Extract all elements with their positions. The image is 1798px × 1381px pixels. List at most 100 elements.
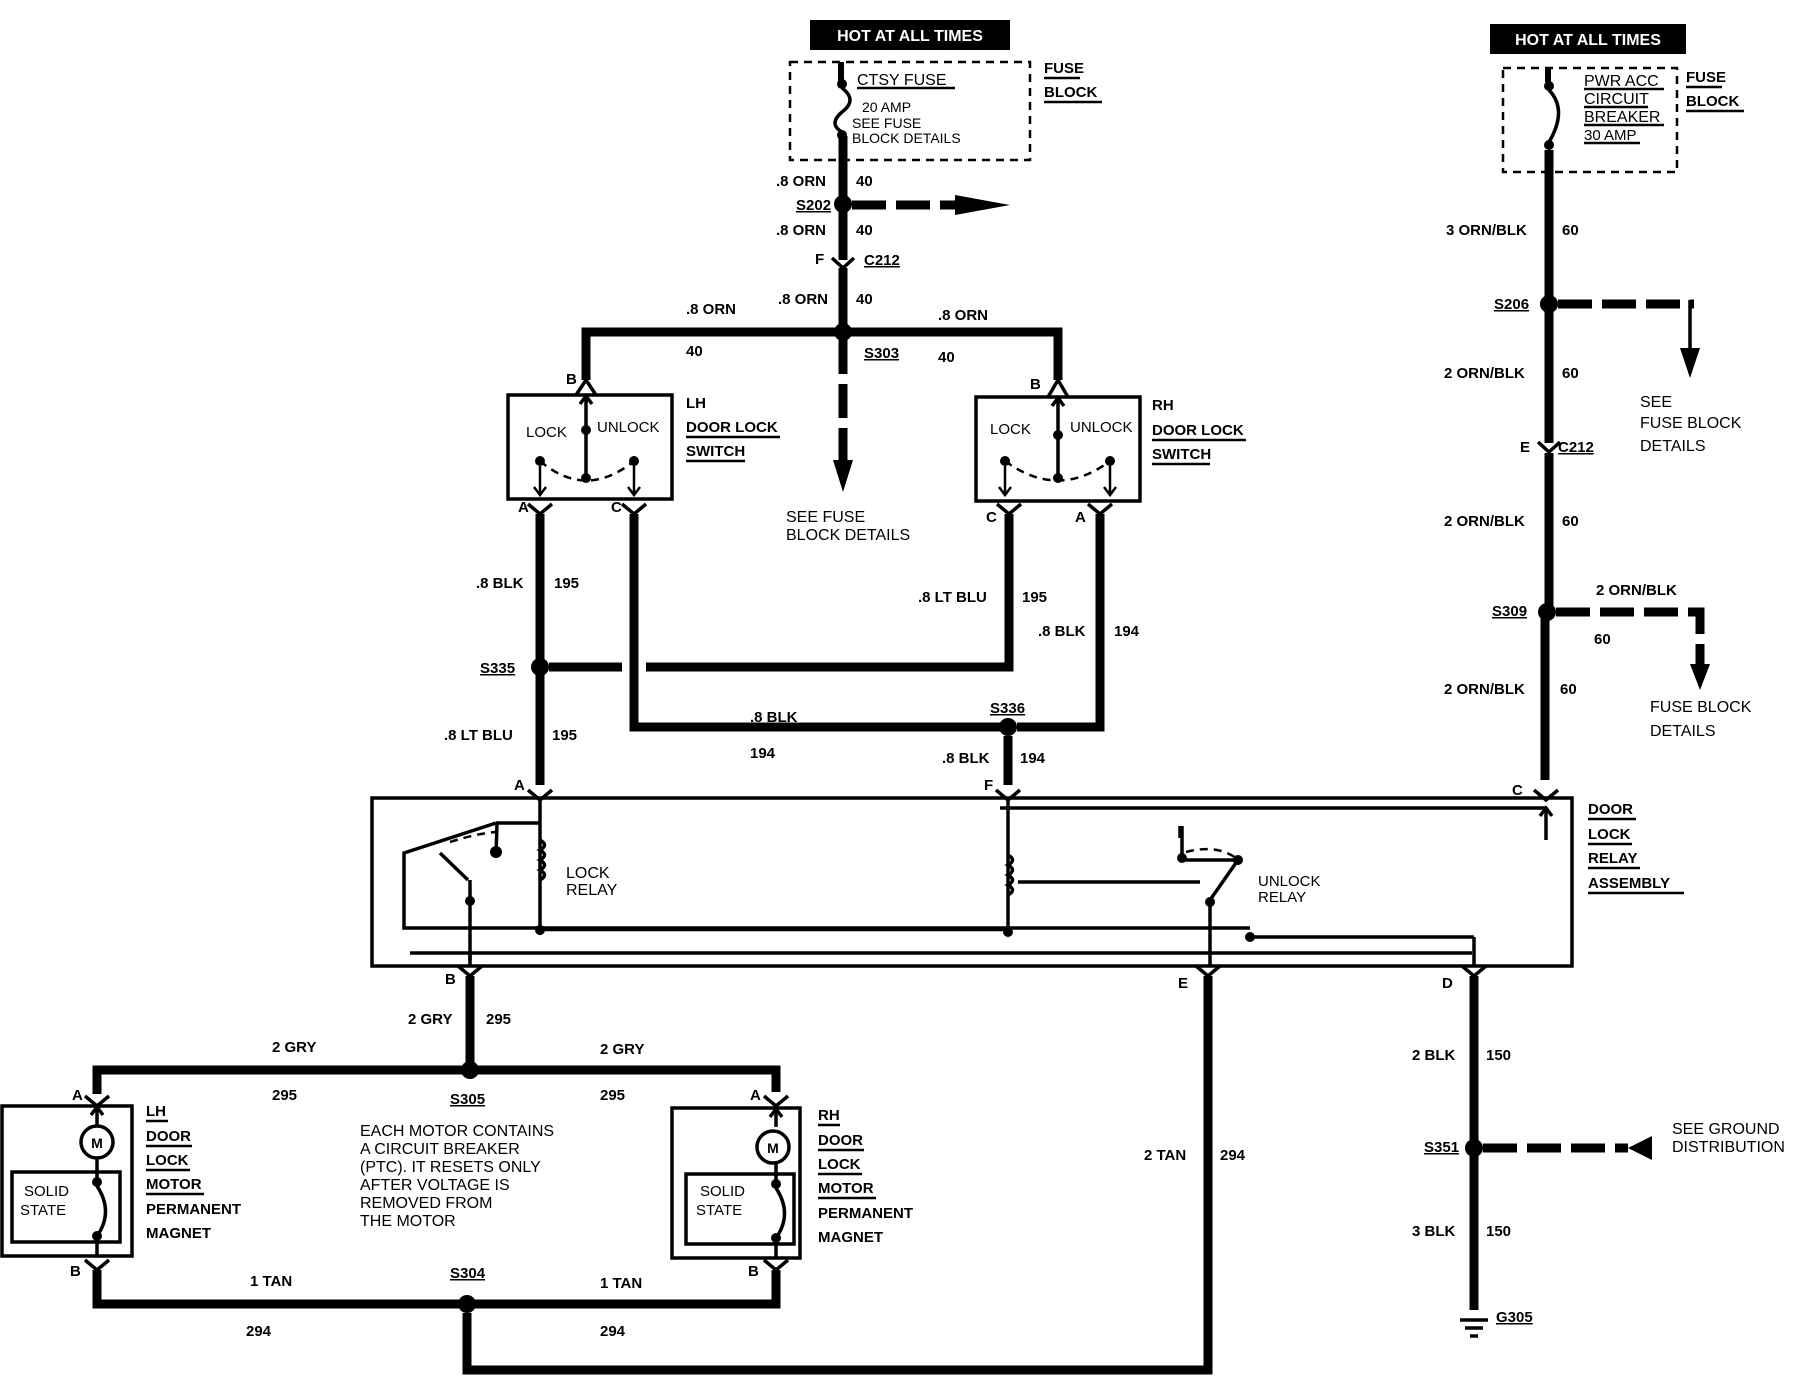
circuit-breaker-icon [1547,88,1561,143]
lh-door-lock-switch [506,393,674,501]
block-details-label: BLOCK DETAILS [852,130,961,146]
connector-pin: B [70,1263,81,1280]
see-fuse-label: FUSE BLOCK [1650,699,1752,716]
motor-title: MAGNET [818,1229,883,1246]
wire-label: 2 GRY [408,1011,452,1028]
connector-pin: C [611,499,622,516]
fuse-block-title-1: FUSE [1686,69,1726,86]
circuit-number: 294 [246,1323,272,1340]
switch-lock-label: LOCK [990,421,1031,438]
splice-label: S202 [796,197,831,214]
hot-at-all-times-label: HOT AT ALL TIMES [1515,32,1661,49]
connector-pin: F [815,251,824,268]
connector-pin: B [445,971,456,988]
circuit-number: 150 [1486,1047,1511,1064]
circuit-number: 195 [1022,589,1047,606]
pwr-acc-circuit-breaker-block [1501,66,1679,174]
wire-label: 2 BLK [1412,1047,1456,1064]
connector-label: C212 [1558,439,1594,456]
arrow-icon [1690,664,1710,690]
fuse-block-title-1: FUSE [1044,60,1084,77]
door-lock-relay-assembly [370,796,1574,968]
hot-at-all-times-badge [810,20,1010,50]
arrow-icon [833,460,853,492]
switch-label: SWITCH [1152,446,1211,463]
fuse-element-icon [833,86,852,134]
wire-label: .8 ORN [776,173,826,190]
circuit-number: 60 [1560,681,1577,698]
rh-label: RH [1152,397,1174,414]
assembly-title: LOCK [1588,826,1631,843]
fuse-block-title-2: BLOCK [1044,84,1097,101]
wire-label: 2 ORN/BLK [1444,365,1525,382]
connector-pin: C [986,509,997,526]
hot-at-all-times-label: HOT AT ALL TIMES [837,28,983,45]
wire-label: .8 BLK [1038,623,1086,640]
wire-label: .8 ORN [938,307,988,324]
note-text: A CIRCUIT BREAKER [360,1141,520,1158]
note-text: EACH MOTOR CONTAINS [360,1123,554,1140]
switch-unlock-label: UNLOCK [1070,419,1133,436]
wire-label: 2 ORN/BLK [1444,681,1525,698]
motor-title: MAGNET [146,1225,211,1242]
circuit-number: 295 [600,1087,625,1104]
motor-symbol: M [91,1135,103,1151]
ctsy-fuse-block [788,60,1032,162]
arrow-icon [1680,348,1700,378]
connector-pin: C [1512,782,1523,799]
solid-state-label: STATE [696,1202,742,1219]
circuit-number: 60 [1562,365,1579,382]
solid-state-module [684,1172,796,1246]
circuit-number: 294 [1220,1147,1246,1164]
arrow-icon [955,195,1010,215]
motor-title: LOCK [146,1152,189,1169]
block-details-label: BLOCK DETAILS [786,527,910,544]
see-fuse-label: SEE [1640,394,1672,411]
door-lock-label: DOOR LOCK [686,419,778,436]
see-fuse-label: DETAILS [1640,438,1706,455]
circuit-number: 40 [686,343,703,360]
circuit-number: 40 [856,291,873,308]
splice-label: S206 [1494,296,1529,313]
splice-s336 [999,718,1017,736]
connector-pin: A [1075,509,1086,526]
wire-label: 2 GRY [272,1039,316,1056]
breaker-label: BREAKER [1584,109,1660,126]
motor-title: DOOR [146,1128,191,1145]
circuit-number: 60 [1562,222,1579,239]
wire-label: .8 ORN [778,291,828,308]
splice-s309 [1538,603,1556,621]
motor-title: PERMANENT [818,1205,913,1222]
motor-title: PERMANENT [146,1201,241,1218]
wire-label: 2 GRY [600,1041,644,1058]
wire-label: .8 BLK [750,709,798,726]
circuit-number: 194 [1020,750,1046,767]
connector-pin: A [750,1087,761,1104]
wire-label: .8 BLK [942,750,990,767]
solid-state-label: STATE [20,1202,66,1219]
connector-pin: B [748,1263,759,1280]
circuit-number: 195 [552,727,577,744]
splice-label: S309 [1492,603,1527,620]
splice-label: S305 [450,1091,485,1108]
unlock-relay-label: RELAY [1258,889,1306,906]
circuit-number: 295 [486,1011,511,1028]
connector-pin: F [984,777,993,794]
door-lock-label: DOOR LOCK [1152,422,1244,439]
motor-title: LH [146,1103,166,1120]
lh-door-lock-motor [0,1104,134,1258]
circuit-number: 295 [272,1087,297,1104]
unlock-relay-label: UNLOCK [1258,873,1321,890]
hot-at-all-times-badge [1490,24,1686,54]
arrow-icon [1628,1136,1652,1160]
assembly-title: DOOR [1588,801,1633,818]
wire-label: .8 BLK [476,575,524,592]
splice-s206 [1540,295,1558,313]
circuit-number: 150 [1486,1223,1511,1240]
wire-label: .8 ORN [686,301,736,318]
switch-label: SWITCH [686,443,745,460]
connector-pin: E [1520,439,1530,456]
motor-symbol: M [767,1140,779,1156]
